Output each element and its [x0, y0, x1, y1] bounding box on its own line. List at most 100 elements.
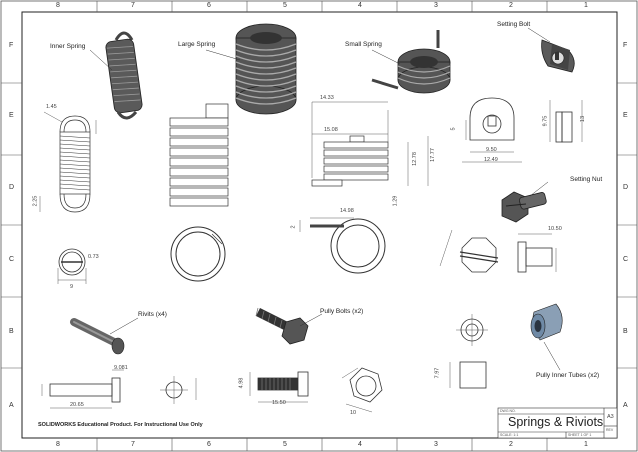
label-pully-inner-tubes: Pully Inner Tubes (x2) — [536, 372, 600, 379]
dim-5: 5 — [450, 127, 457, 131]
small-spring-3d — [371, 30, 451, 94]
label-setting-nut: Setting Nut — [570, 176, 603, 183]
zone-row-c-left: C — [9, 256, 15, 263]
dim-2-25: 2.25 — [32, 195, 39, 207]
setting-bolt-side-view — [549, 100, 583, 143]
dim-4-98: 4.98 — [238, 377, 245, 389]
rivet-end-view — [160, 376, 197, 404]
zone-row-b-right: B — [623, 328, 628, 335]
zone-col-4-top: 4 — [358, 2, 362, 9]
pully-bolt-3d — [255, 307, 309, 345]
dim-9: 9 — [70, 284, 74, 290]
setting-nut-side-view — [517, 233, 557, 273]
pully-bolts-leader — [299, 313, 323, 327]
inner-spring-3d — [105, 31, 143, 120]
small-spring-front-view — [311, 101, 429, 187]
inner-spring-front-view — [39, 111, 97, 213]
dim-10: 10 — [350, 410, 357, 416]
title-block-scale: SCALE: 1:1 — [500, 433, 519, 437]
pully-bolt-side-view — [249, 371, 309, 403]
zone-row-b-left: B — [9, 328, 14, 335]
zone-col-3-top: 3 — [434, 2, 438, 9]
sheet-size: A3 — [607, 414, 614, 420]
dim-1-45: 1.45 — [46, 104, 57, 110]
zone-col-1-top: 1 — [584, 2, 588, 9]
setting-bolt-3d — [541, 39, 575, 73]
label-inner-spring: Inner Spring — [50, 43, 86, 50]
dim-9-75: 9.75 — [542, 115, 549, 127]
dim-15-50: 15.50 — [272, 400, 286, 406]
zone-row-a-left: A — [9, 402, 14, 409]
inner-spring-leader — [89, 49, 113, 71]
zone-col-6-top: 6 — [207, 2, 211, 9]
zone-col-5-top: 5 — [283, 2, 287, 9]
setting-nut-3d — [501, 191, 547, 223]
dim-17-77: 17.77 — [429, 148, 436, 162]
label-large-spring: Large Spring — [178, 41, 216, 48]
setting-nut-leader — [529, 181, 549, 197]
inner-spring-end-view — [57, 248, 87, 284]
pully-inner-tube-end-view — [456, 314, 488, 346]
small-spring-leader — [371, 49, 401, 65]
title-block-sheet: SHEET 1 OF 1 — [568, 433, 592, 437]
large-spring-3d — [235, 23, 297, 115]
zone-col-3-bottom: 3 — [434, 441, 438, 448]
zone-col-8-bottom: 8 — [56, 441, 60, 448]
zone-col-4-bottom: 4 — [358, 441, 362, 448]
zone-row-d-left: D — [9, 184, 15, 191]
dim-14-33: 14.33 — [320, 95, 334, 101]
dim-15-08: 15.08 — [324, 127, 338, 133]
zone-col-5-bottom: 5 — [283, 441, 287, 448]
label-small-spring: Small Spring — [345, 41, 382, 48]
zone-col-7-top: 7 — [131, 2, 135, 9]
zone-row-e-right: E — [623, 112, 628, 119]
dim-13: 13 — [580, 115, 587, 123]
setting-nut-front-view — [439, 229, 499, 273]
title-block — [497, 407, 618, 439]
dim-9-081: 9.081 — [114, 365, 128, 371]
large-spring-leader — [205, 49, 241, 61]
pully-tube-leader — [543, 341, 561, 371]
rivets-leader — [109, 317, 139, 335]
rivet-side-view — [41, 369, 124, 409]
title-block-dwg-no: DWG NO. — [500, 409, 516, 413]
pully-bolt-hex-view — [341, 367, 383, 413]
large-spring-end-view — [170, 226, 226, 282]
label-pully-bolts: Pully Bolts (x2) — [320, 308, 364, 315]
zone-row-f-right: F — [623, 42, 628, 49]
zone-col-2-bottom: 2 — [509, 441, 513, 448]
dim-1-29: 1.29 — [392, 195, 399, 207]
zone-col-1-bottom: 1 — [584, 441, 588, 448]
label-setting-bolt: Setting Bolt — [497, 21, 531, 28]
pully-inner-tube-3d — [530, 303, 563, 341]
dim-9-50: 9.50 — [486, 147, 497, 153]
dim-12-78: 12.78 — [411, 152, 418, 166]
dim-2: 2 — [290, 225, 297, 229]
large-spring-front-view — [169, 103, 229, 207]
dim-20-65: 20.65 — [70, 402, 84, 408]
dim-0-73: 0.73 — [88, 254, 99, 260]
footer-educational-notice: SOLIDWORKS Educational Product. For Inst… — [38, 422, 203, 428]
dim-12-49: 12.49 — [484, 157, 498, 163]
zone-row-d-right: D — [623, 184, 629, 191]
zone-row-f-left: F — [9, 42, 14, 49]
rivet-3d — [70, 318, 125, 355]
dim-10-50: 10.50 — [548, 226, 562, 232]
zone-row-e-left: E — [9, 112, 14, 119]
zone-row-c-right: C — [623, 256, 629, 263]
small-spring-end-view — [299, 217, 386, 274]
zone-col-8-top: 8 — [56, 2, 60, 9]
label-rivets: Rivits (x4) — [138, 311, 167, 318]
drawing-title: Springs & Riviots — [508, 415, 604, 429]
zone-col-2-top: 2 — [509, 2, 513, 9]
title-block-rev: REV — [606, 428, 614, 432]
dim-7-97: 7.97 — [434, 367, 441, 379]
dim-14-98: 14.98 — [340, 208, 354, 214]
setting-bolt-leader — [527, 27, 551, 43]
setting-bolt-front-view — [462, 97, 522, 163]
pully-inner-tube-side-view — [449, 361, 487, 389]
zone-row-a-right: A — [623, 402, 628, 409]
zone-col-7-bottom: 7 — [131, 441, 135, 448]
